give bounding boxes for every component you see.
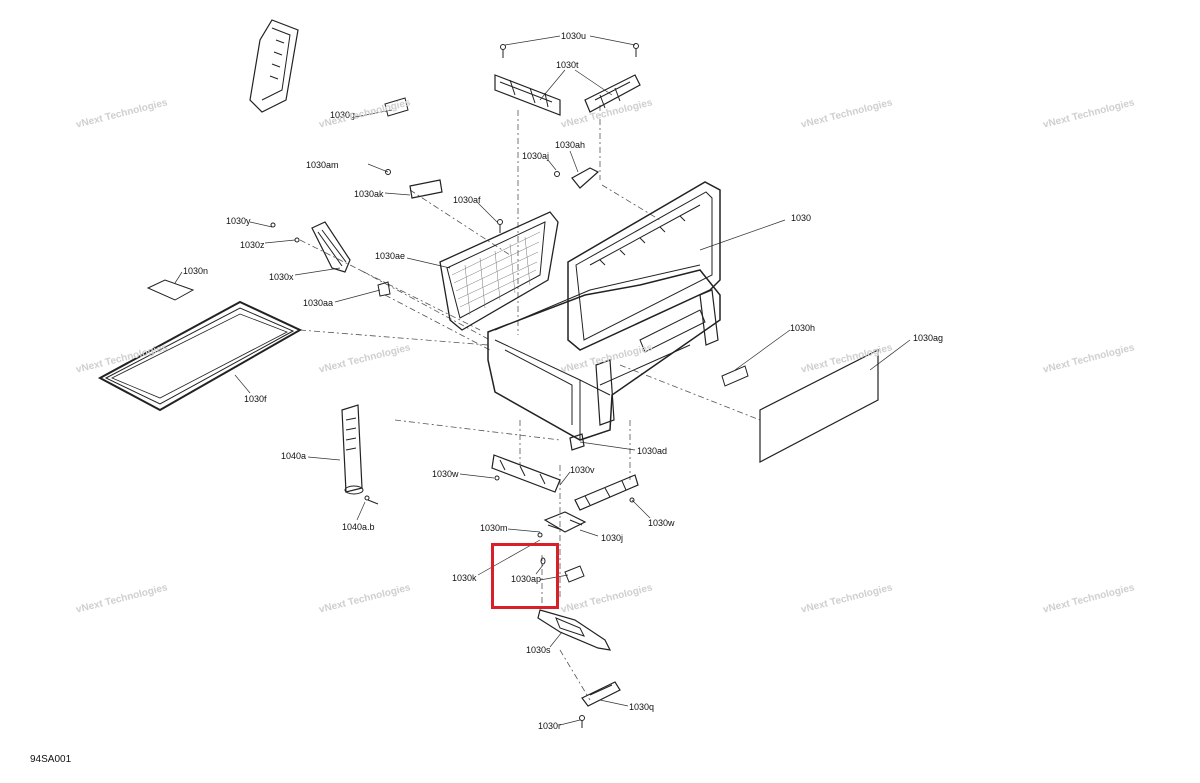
callout-1030aj: 1030aj (522, 151, 550, 161)
callout-1030ag: 1030ag (913, 333, 944, 343)
callout-1030z: 1030z (240, 240, 265, 250)
callout-1030m: 1030m (480, 523, 508, 533)
callout-1030aa: 1030aa (303, 298, 334, 308)
callout-1030v: 1030v (570, 465, 595, 475)
callout-1030ad: 1030ad (637, 446, 668, 456)
callout-1040a: 1040a (281, 451, 307, 461)
callout-1030ap: 1030ap (511, 574, 542, 584)
callout-1030ae: 1030ae (375, 251, 406, 261)
highlight-box (491, 543, 559, 609)
callout-1030am: 1030am (306, 160, 339, 170)
callout-1030x: 1030x (269, 272, 294, 282)
callout-1030s: 1030s (526, 645, 551, 655)
callout-1030af: 1030af (453, 195, 481, 205)
callout-1040a-b: 1040a.b (342, 522, 375, 532)
callout-1030g: 1030g (330, 110, 356, 120)
callout-1030: 1030 (791, 213, 812, 223)
callout-1030h: 1030h (790, 323, 816, 333)
callout-1030w-left: 1030w (432, 469, 459, 479)
callout-1030w-right: 1030w (648, 518, 675, 528)
reference-code: 94SA001 (30, 754, 72, 765)
callout-1030k: 1030k (452, 573, 477, 583)
callout-1030y: 1030y (226, 216, 251, 226)
callout-1030q: 1030q (629, 702, 655, 712)
callout-1030t: 1030t (556, 60, 579, 70)
callout-1030ah: 1030ah (555, 140, 586, 150)
callout-1030ak: 1030ak (354, 189, 384, 199)
callout-1030f: 1030f (244, 394, 267, 404)
callout-1030n: 1030n (183, 266, 209, 276)
callout-1030r: 1030r (538, 721, 562, 731)
callout-1030j: 1030j (601, 533, 624, 543)
callout-1030u: 1030u (561, 31, 587, 41)
